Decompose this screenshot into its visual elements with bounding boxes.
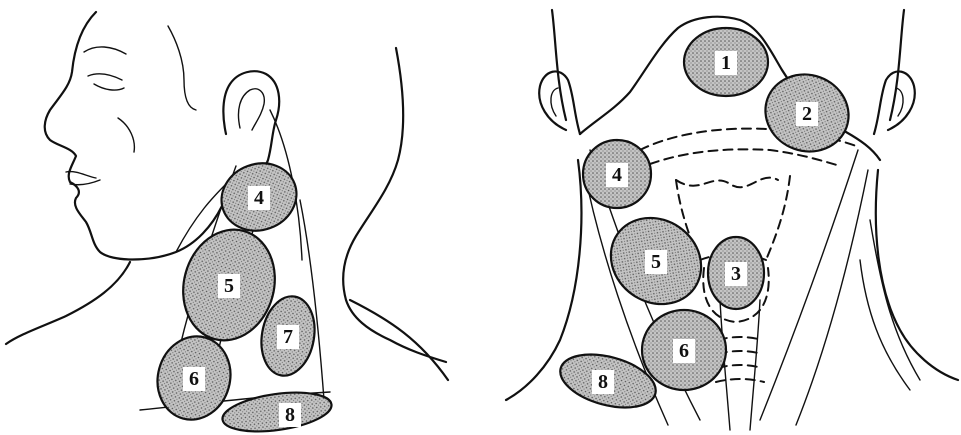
frontal-view: 1 2 3 4 5 [506,10,958,430]
ear-outline [223,71,279,173]
lateral-region-6-label: 6 [189,368,199,390]
frontal-region-8-label: 8 [598,371,608,393]
eyebrow-line [84,47,126,54]
lateral-region-4: 4 [212,153,306,241]
lateral-region-8: 8 [220,387,334,435]
frontal-region-5-label: 5 [651,251,661,273]
frontal-region-2: 2 [755,63,860,163]
ear-inner [238,89,264,130]
frontal-region-1: 1 [684,28,768,96]
cheek-line [118,118,134,152]
thyroid-right-edge [766,176,790,260]
frontal-region-4-label: 4 [612,164,622,186]
frontal-region-3-label: 3 [731,263,741,285]
face-profile-line [45,12,222,260]
frontal-region-1-label: 1 [721,52,731,74]
right-ear-inner [896,88,903,116]
tracheal-ring-4 [716,379,764,382]
lateral-region-7-label: 7 [283,326,293,348]
thyroid-cartilage-notch [676,178,778,188]
right-neck-side [876,10,958,380]
frontal-region-2-label: 2 [802,103,812,125]
back-of-head-line [343,48,446,362]
front-neck-line [6,262,130,344]
lateral-region-5-label: 5 [224,275,234,297]
frontal-region-4: 4 [583,140,651,208]
frontal-level-regions: 1 2 3 4 5 [554,28,859,417]
left-ear-inner [551,88,558,116]
lateral-region-8-label: 8 [285,404,295,426]
frontal-region-6-label: 6 [679,340,689,362]
lateral-view: 4 5 6 7 8 [6,12,448,435]
shoulder-line [350,300,448,380]
left-neck-side [506,10,581,400]
lateral-region-4-label: 4 [254,187,264,209]
frontal-region-6: 6 [642,310,726,390]
eye-line [88,74,124,90]
lateral-level-regions: 4 5 6 7 8 [148,153,334,435]
hairline [168,26,196,110]
frontal-region-3: 3 [708,237,764,309]
right-scm-front [760,150,858,420]
